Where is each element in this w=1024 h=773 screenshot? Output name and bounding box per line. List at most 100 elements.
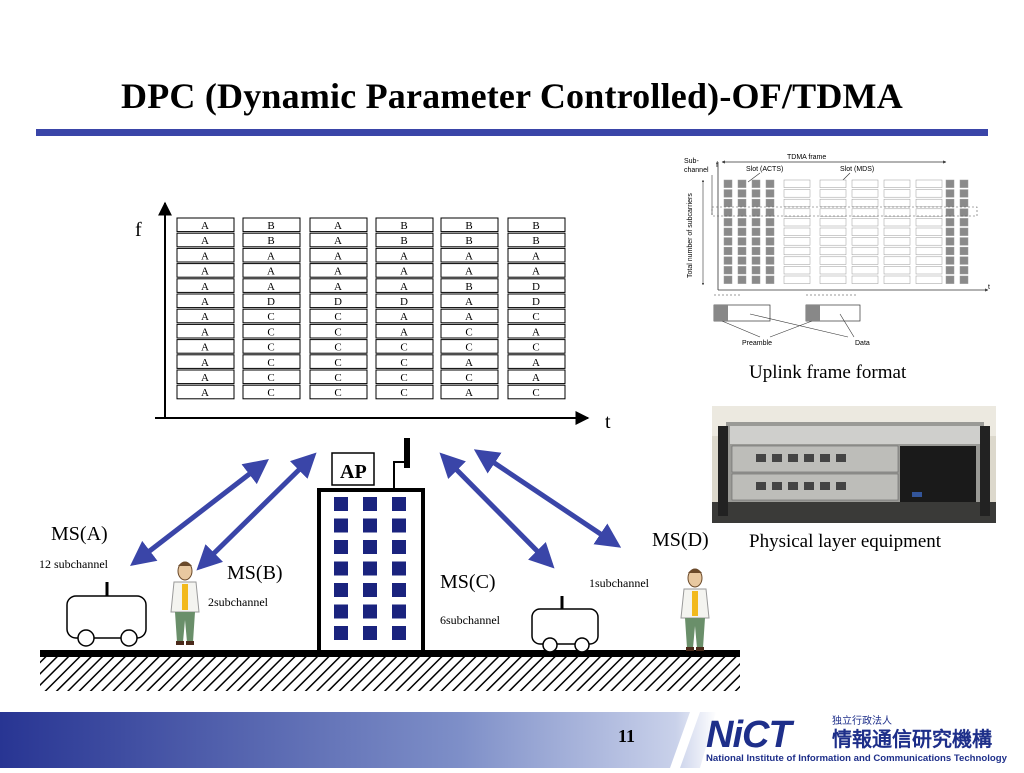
- uplink-frame-caption: Uplink frame format: [749, 362, 907, 383]
- subchannel-cell: A: [242, 278, 301, 293]
- subchannel-cell-label: A: [532, 250, 540, 262]
- subchannel-cell: C: [242, 384, 301, 400]
- subchannel-cell: A: [440, 247, 499, 263]
- subchannel-cell: C: [440, 323, 499, 339]
- frame-total-subcarriers-label: Total number of subcarriers: [687, 193, 694, 278]
- frame-slot-cell: [737, 256, 747, 265]
- frame-slot-cell: [915, 208, 943, 217]
- subchannel-cell-label: D: [532, 296, 540, 308]
- subchannel-cell-label: A: [465, 387, 473, 399]
- subchannel-cell-label: C: [400, 372, 407, 384]
- slide-title: DPC (Dynamic Parameter Controlled)-OF/TD…: [121, 76, 903, 116]
- building-window: [363, 518, 377, 533]
- subchannel-cell: C: [507, 339, 566, 354]
- station-d-subchannel: 1subchannel: [589, 576, 649, 590]
- frame-slot-cell: [883, 256, 911, 265]
- subchannel-cell: C: [507, 384, 566, 400]
- subchannel-cell-label: C: [465, 372, 472, 384]
- subchannel-cell-label: A: [201, 326, 209, 338]
- subchannel-cell-label: A: [201, 235, 209, 247]
- frame-slot-cell: [851, 256, 879, 265]
- frame-slot-cell: [765, 256, 775, 265]
- subchannel-cell-label: B: [465, 235, 472, 247]
- subchannel-cell-label: A: [400, 326, 408, 338]
- subchannel-cell-label: A: [201, 357, 209, 369]
- frame-slot-cell: [751, 189, 761, 198]
- frame-slot-cell: [751, 246, 761, 256]
- subchannel-cell: C: [309, 369, 368, 385]
- subchannel-cell: B: [242, 217, 301, 233]
- frame-preamble-label: Preamble: [742, 340, 772, 347]
- frame-slot-cell: [959, 179, 969, 188]
- frame-data-label: Data: [855, 340, 870, 347]
- building-window: [392, 583, 406, 597]
- frame-slot-cell: [959, 189, 969, 198]
- subchannel-cell: A: [507, 369, 566, 385]
- frame-slot-cell: [945, 179, 955, 188]
- subchannel-cell: C: [242, 323, 301, 339]
- subchannel-cell-label: A: [465, 311, 473, 323]
- subchannel-cell-label: C: [267, 372, 274, 384]
- building-window: [392, 626, 406, 640]
- subchannel-cell-label: A: [201, 281, 209, 293]
- frame-slot-cell: [723, 208, 733, 217]
- subchannel-cell-label: C: [400, 387, 407, 399]
- frame-slot-cell: [737, 275, 747, 284]
- ap-label: AP: [340, 461, 367, 483]
- subchannel-cell: D: [507, 278, 566, 293]
- subchannel-cell-label: B: [400, 220, 407, 232]
- subchannel-cell: A: [440, 384, 499, 400]
- subchannel-cell: C: [309, 323, 368, 339]
- frame-slot-cell: [819, 246, 847, 256]
- subchannel-cell-label: A: [201, 311, 209, 323]
- subchannel-cell-label: C: [334, 387, 341, 399]
- frame-slot-cell: [765, 275, 775, 284]
- frame-slot-cell: [959, 208, 969, 217]
- frame-slot-cell: [737, 227, 747, 236]
- frame-slot-cell: [959, 227, 969, 236]
- subchannel-cell: A: [440, 263, 499, 278]
- building-window: [334, 583, 348, 597]
- subchannel-cell-label: A: [201, 266, 209, 278]
- subchannel-cell-label: A: [465, 357, 473, 369]
- frame-subchannel-label-2: channel: [684, 167, 709, 174]
- link-arrow-c: [439, 452, 555, 569]
- frame-slot-cell: [765, 246, 775, 256]
- frame-slot-cell: [819, 256, 847, 265]
- subchannel-cell-label: A: [334, 281, 342, 293]
- frame-slot-cell: [765, 227, 775, 236]
- subchannel-cell-label: A: [400, 281, 408, 293]
- subchannel-cell: A: [176, 308, 235, 324]
- frame-slot-cell: [737, 237, 747, 246]
- ground-hatch: [40, 657, 740, 691]
- frame-slot-cell: [851, 227, 879, 236]
- subchannel-cell: C: [507, 308, 566, 324]
- subchannel-cell: A: [507, 354, 566, 369]
- subchannel-cell-label: A: [465, 250, 473, 262]
- subchannel-cell-label: C: [465, 342, 472, 354]
- frame-slot-cell: [883, 237, 911, 246]
- subchannel-cell-label: A: [334, 220, 342, 232]
- person-b-icon: [170, 561, 200, 645]
- building-window: [334, 518, 348, 533]
- frame-slot-cell: [751, 266, 761, 275]
- building-window: [392, 518, 406, 533]
- subchannel-cell: B: [242, 232, 301, 248]
- subchannel-cell-label: D: [532, 281, 540, 293]
- subchannel-cell: A: [440, 293, 499, 309]
- subchannel-cell: A: [440, 308, 499, 324]
- subchannel-cell-label: C: [532, 387, 539, 399]
- frame-slot-cell: [723, 237, 733, 246]
- subchannel-cell-label: D: [400, 296, 408, 308]
- frame-slot-cell: [751, 237, 761, 246]
- frame-slot-cell: [737, 189, 747, 198]
- station-b-subchannel: 2subchannel: [208, 595, 268, 609]
- subchannel-cell: B: [507, 232, 566, 248]
- frame-slot-cell: [751, 208, 761, 217]
- frame-slot-cell: [737, 246, 747, 256]
- subchannel-cell: A: [309, 278, 368, 293]
- subchannel-cell: B: [440, 278, 499, 293]
- link-arrow-d: [473, 449, 622, 548]
- frame-slot-cell: [883, 218, 911, 227]
- frame-slot-cell: [783, 198, 811, 208]
